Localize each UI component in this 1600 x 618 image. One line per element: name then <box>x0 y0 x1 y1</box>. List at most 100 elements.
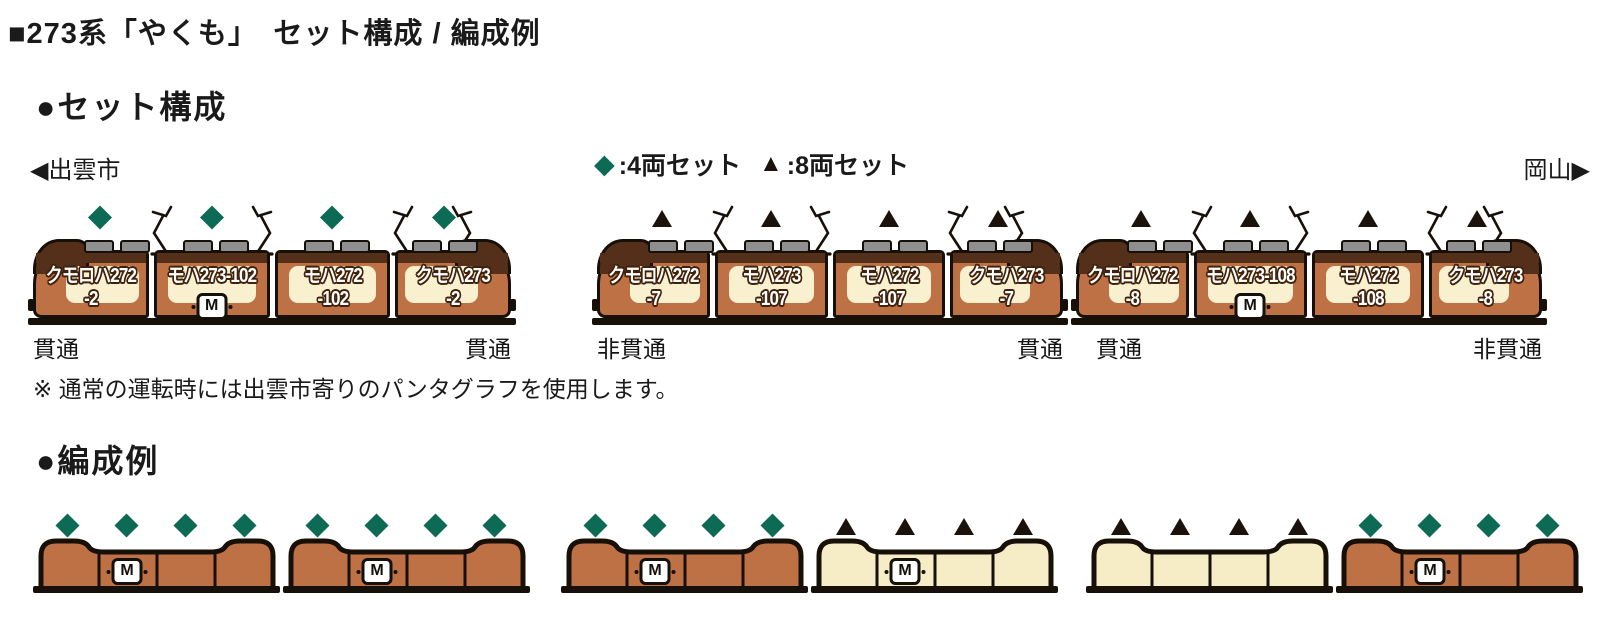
train-car: モハ273-107 <box>711 205 832 318</box>
four-car-set-marker-icon <box>173 513 198 538</box>
unit-body <box>288 536 526 592</box>
ac-unit-icon <box>1163 240 1193 253</box>
ac-unit-icon <box>1127 240 1157 253</box>
page-title: ■273系「やくも」 セット構成 / 編成例 <box>8 18 541 50</box>
unit-body <box>1341 536 1579 592</box>
four-car-set-marker-icon <box>87 205 112 230</box>
car-label: モハ273-102 <box>167 265 257 287</box>
car-label: クモロハ272-2 <box>45 265 137 310</box>
motor-badge: M <box>884 558 926 585</box>
car-window-band <box>1439 266 1509 303</box>
pantograph-icon <box>1425 205 1448 256</box>
eight-car-set-marker-icon <box>1170 518 1190 535</box>
car-roof <box>398 253 508 263</box>
ac-unit-icon <box>1376 240 1407 253</box>
four-car-set-marker-icon <box>583 513 608 538</box>
motor-badge: M <box>106 558 148 585</box>
ac-unit-icon <box>412 240 443 253</box>
four-car-set-marker-icon: ◆ <box>594 148 615 179</box>
trainset-4car: クモロハ272-2 モハ273-102 M モハ272-102 <box>28 205 516 365</box>
four-car-set-marker-icon <box>760 513 785 538</box>
ac-unit-icon <box>218 240 249 253</box>
car-window-band <box>1325 266 1411 303</box>
unit-body <box>38 536 276 592</box>
car-label: モハ272-107 <box>859 265 919 310</box>
eight-car-set-marker-icon <box>1240 210 1261 227</box>
train-car: クモロハ272-7 <box>592 210 714 318</box>
car-roof <box>1079 253 1186 263</box>
four-car-set-marker-icon <box>364 513 389 538</box>
ac-unit-icon <box>1446 240 1477 253</box>
ac-unit-icon <box>648 240 678 253</box>
car-window-band <box>728 266 814 303</box>
unit-body <box>566 536 804 592</box>
car-roof <box>835 253 943 263</box>
ac-unit-icon <box>1003 240 1034 253</box>
unit-body <box>816 536 1054 592</box>
gangway-label: 非貫通 <box>1473 336 1542 362</box>
trainset-cars: クモロハ272-2 モハ273-102 M モハ272-102 <box>28 205 516 320</box>
trainset-8car-a: クモロハ272-7 モハ273-107 モハ272-107 <box>592 205 1068 365</box>
ac-unit-icon <box>684 240 714 253</box>
eight-car-set-marker-icon <box>1357 210 1378 227</box>
direction-label-izumoshi: ◀出雲市 <box>30 157 121 184</box>
eight-car-set-marker-icon <box>954 518 974 535</box>
trainset-baseline <box>592 318 1068 325</box>
formation-unit: M <box>283 513 530 600</box>
eight-car-set-marker-icon <box>1467 210 1488 227</box>
car-window-band <box>288 266 377 303</box>
car-roof <box>1314 253 1422 263</box>
car-label: クモロハ272-7 <box>608 265 699 310</box>
ac-unit-icon <box>1482 240 1513 253</box>
section-heading-set-config: ●セット構成 <box>36 89 228 125</box>
eight-car-set-marker-icon <box>1130 210 1151 227</box>
trainset-8car-b: クモロハ272-8 モハ273-108 M モハ272-108 <box>1071 205 1547 365</box>
car-roof <box>277 253 388 263</box>
unit-baseline <box>1086 586 1333 593</box>
eight-car-set-marker-icon <box>988 210 1009 227</box>
car-label: クモハ273-8 <box>1448 265 1523 310</box>
car-label: モハ273-108 <box>1205 265 1296 287</box>
car-label: クモハ273-7 <box>969 265 1044 310</box>
ac-unit-icon <box>303 240 334 253</box>
motor-badge: M <box>191 293 233 320</box>
gangway-label: 非貫通 <box>597 336 666 362</box>
motor-badge: M <box>356 558 398 585</box>
formation-unit <box>1086 514 1333 600</box>
ac-unit-icon <box>779 240 810 253</box>
four-car-set-marker-icon <box>305 513 330 538</box>
ac-unit-icon <box>967 240 998 253</box>
ac-unit-icon <box>897 240 928 253</box>
legend: ◆:4両セット ▲:8両セット <box>594 146 909 182</box>
train-car: モハ272-102 <box>274 205 391 318</box>
four-car-set-marker-icon <box>232 513 257 538</box>
train-car: クモハ273-8 <box>1425 205 1547 318</box>
car-window-band <box>66 266 139 303</box>
eight-car-set-marker-icon <box>1013 518 1033 535</box>
eight-car-set-marker-icon: ▲ <box>759 150 783 177</box>
eight-car-set-marker-icon <box>761 210 782 227</box>
eight-car-set-marker-icon <box>1229 518 1249 535</box>
car-window-band <box>960 266 1030 303</box>
formation-example-3: M <box>1086 513 1583 600</box>
car-roof <box>600 253 707 263</box>
four-car-set-marker-icon <box>701 513 726 538</box>
unit-baseline <box>811 586 1058 593</box>
pantograph-usage-note: ※ 通常の運転時には出雲市寄りのパンタグラフを使用します。 <box>33 376 679 402</box>
ac-unit-icon <box>339 240 370 253</box>
ac-unit-icon <box>84 240 114 253</box>
eight-car-set-marker-icon <box>651 210 672 227</box>
unit-baseline <box>1336 586 1583 593</box>
formation-unit: M <box>1336 513 1583 600</box>
pantograph-icon <box>250 205 274 256</box>
legend-eight-car-label: :8両セット <box>786 152 909 180</box>
ac-unit-icon <box>743 240 774 253</box>
unit-baseline <box>561 586 808 593</box>
four-car-set-marker-icon <box>199 205 224 230</box>
ac-unit-icon <box>448 240 479 253</box>
legend-four-car-label: :4両セット <box>618 152 741 180</box>
pantograph-icon <box>946 205 969 256</box>
ac-unit-icon <box>1340 240 1371 253</box>
car-window-band <box>1109 266 1179 303</box>
formation-example-2: M M <box>561 513 1058 600</box>
